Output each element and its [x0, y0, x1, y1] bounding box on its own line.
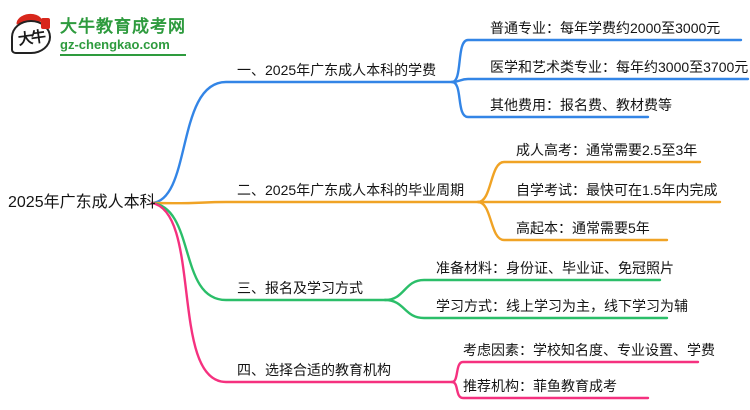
- branch4-leaf2[interactable]: 推荐机构：菲鱼教育成考: [463, 378, 617, 394]
- branch2-leaf2[interactable]: 自学考试：最快可在1.5年内完成: [516, 182, 718, 198]
- branch3-leaf2[interactable]: 学习方式：线上学习为主，线下学习为辅: [436, 298, 688, 314]
- connector-branch3-leaf1: [383, 278, 662, 302]
- site-logo: 大牛 大牛教育成考网 gz-chengkao.com: [10, 12, 186, 56]
- connector-branch1-leaf2: [450, 77, 750, 84]
- branch3-leaf1[interactable]: 准备材料：身份证、毕业证、免冠照片: [436, 260, 674, 276]
- connector-branch2-leaf1: [476, 160, 702, 204]
- branch2-leaf1[interactable]: 成人高考：通常需要2.5至3年: [516, 142, 698, 158]
- branch4-leaf1[interactable]: 考虑因素：学校知名度、专业设置、学费: [463, 342, 715, 358]
- branch1-leaf2[interactable]: 医学和艺术类专业：每年约3000至3700元: [490, 59, 749, 75]
- connector-branch2-trunk: [150, 200, 480, 205]
- branch4-title[interactable]: 四、选择合适的教育机构: [237, 362, 391, 378]
- branch1-title[interactable]: 一、2025年广东成人本科的学费: [237, 62, 437, 78]
- connector-branch1-leaf3: [450, 80, 650, 119]
- branch3-title[interactable]: 三、报名及学习方式: [237, 280, 363, 296]
- branch1-leaf3[interactable]: 其他费用：报名费、教材费等: [490, 97, 672, 113]
- connector-branch4-trunk: [150, 201, 454, 384]
- root-node[interactable]: 2025年广东成人本科: [8, 194, 156, 211]
- connector-branch3-leaf2: [383, 298, 669, 320]
- logo-text-block: 大牛教育成考网 gz-chengkao.com: [60, 12, 186, 56]
- branch2-leaf3[interactable]: 高起本：通常需要5年: [516, 220, 650, 236]
- connector-branch3-trunk: [150, 201, 387, 302]
- logo-red-seal: [41, 18, 50, 29]
- site-url: gz-chengkao.com: [60, 37, 186, 56]
- branch1-leaf1[interactable]: 普通专业：每年学费约2000至3000元: [490, 20, 721, 36]
- logo-bull-icon: 大牛: [10, 12, 52, 54]
- connector-branch2-leaf3: [476, 200, 669, 242]
- connector-branch1-leaf1: [450, 38, 743, 84]
- branch2-title[interactable]: 二、2025年广东成人本科的毕业周期: [237, 182, 465, 198]
- connector-branch1-trunk: [150, 80, 454, 205]
- connector-branch4-leaf2: [450, 380, 650, 400]
- site-name: 大牛教育成考网: [60, 17, 186, 36]
